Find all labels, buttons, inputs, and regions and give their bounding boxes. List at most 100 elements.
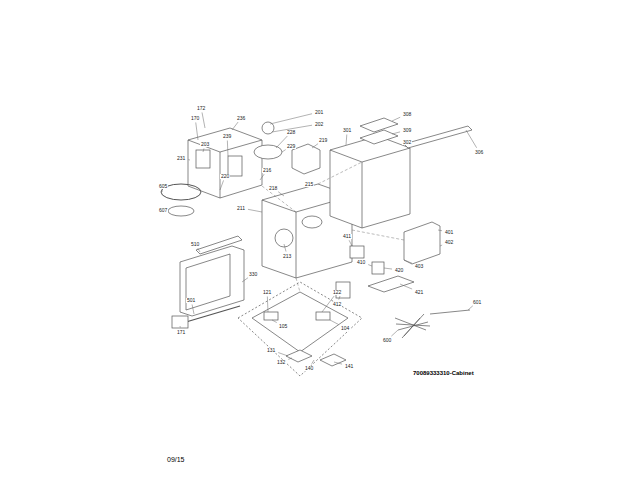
callout-number: 122 bbox=[332, 290, 342, 295]
door bbox=[180, 246, 244, 316]
callout-number: 510 bbox=[190, 242, 200, 247]
leader-line bbox=[220, 180, 224, 190]
filter bbox=[264, 312, 278, 320]
callout-number: 401 bbox=[444, 230, 454, 235]
leader-line bbox=[260, 174, 264, 180]
callout-number: 202 bbox=[314, 122, 324, 127]
callout-number: 229 bbox=[286, 144, 296, 149]
leader-line bbox=[198, 248, 200, 252]
callout-number: 420 bbox=[394, 268, 404, 273]
vent-plate bbox=[360, 118, 398, 132]
leader-line bbox=[312, 144, 318, 148]
callout-number: 219 bbox=[318, 138, 328, 143]
assembly-line bbox=[296, 278, 300, 292]
leader-line bbox=[196, 122, 198, 140]
leader-line bbox=[192, 304, 194, 314]
callout-number: 121 bbox=[262, 290, 272, 295]
callout-number: 403 bbox=[414, 264, 424, 269]
leader-line bbox=[400, 284, 412, 289]
callout-number: 402 bbox=[444, 240, 454, 245]
callout-number: 231 bbox=[176, 156, 186, 161]
callout-number: 410 bbox=[356, 260, 366, 265]
fan-blade bbox=[254, 145, 282, 159]
door-window bbox=[186, 254, 230, 310]
callout-number: 172 bbox=[196, 106, 206, 111]
accessory-part bbox=[172, 316, 188, 328]
bottom-group bbox=[238, 282, 362, 376]
callout-number: 216 bbox=[262, 168, 272, 173]
assembly-line bbox=[318, 162, 362, 184]
callout-number: 228 bbox=[286, 130, 296, 135]
leader-line bbox=[227, 140, 229, 156]
callout-number: 607 bbox=[158, 208, 168, 213]
outer-cabinet bbox=[330, 136, 410, 228]
leader-line bbox=[272, 320, 277, 323]
door-trim bbox=[186, 306, 240, 322]
stirrer bbox=[302, 216, 322, 228]
leader-line bbox=[468, 306, 473, 310]
callout-number: 211 bbox=[236, 206, 246, 211]
bottom-plate bbox=[252, 292, 348, 352]
callout-number: 605 bbox=[158, 184, 168, 189]
grease-filter bbox=[320, 354, 346, 366]
leader-line bbox=[368, 265, 372, 266]
leader-line bbox=[392, 117, 400, 121]
bracket-part bbox=[292, 144, 320, 174]
leader-line bbox=[248, 209, 262, 212]
leader-line bbox=[232, 122, 238, 130]
leader-line bbox=[162, 190, 163, 192]
callout-number: 501 bbox=[186, 298, 196, 303]
callout-number: 203 bbox=[200, 142, 210, 147]
callout-number: 412 bbox=[332, 302, 342, 307]
callout-number: 308 bbox=[402, 112, 412, 117]
date-stamp: 09/15 bbox=[166, 456, 186, 463]
leader-line bbox=[267, 296, 269, 312]
leader-line bbox=[203, 148, 205, 152]
callout-number: 301 bbox=[342, 128, 352, 133]
leader-line bbox=[440, 245, 442, 247]
grease-filter bbox=[286, 350, 312, 362]
leader-line bbox=[334, 362, 342, 364]
control-assembly-edge bbox=[188, 140, 262, 198]
leader-line bbox=[288, 358, 292, 359]
vent-plate bbox=[360, 130, 398, 144]
wire bbox=[430, 310, 470, 314]
callout-number: 421 bbox=[414, 290, 424, 295]
capacitor bbox=[372, 262, 384, 274]
leader-line bbox=[392, 132, 400, 134]
leader-line bbox=[384, 268, 392, 269]
roller-ring bbox=[168, 206, 194, 216]
leader-line bbox=[180, 326, 181, 328]
callout-number: 601 bbox=[472, 300, 482, 305]
callout-number: 171 bbox=[176, 330, 186, 335]
callout-number: 140 bbox=[304, 366, 314, 371]
callout-number: 215 bbox=[304, 182, 314, 187]
leader-line bbox=[330, 320, 339, 325]
callout-number: 131 bbox=[266, 348, 276, 353]
leader-line bbox=[438, 230, 442, 232]
vent-grille bbox=[404, 126, 472, 148]
door-handle bbox=[196, 236, 242, 254]
leader-line bbox=[188, 159, 190, 160]
filter bbox=[316, 312, 330, 320]
callout-number: 105 bbox=[278, 324, 288, 329]
callout-number: 220 bbox=[220, 174, 230, 179]
leader-line bbox=[278, 192, 284, 196]
leader-line bbox=[339, 296, 340, 300]
wire-harness bbox=[395, 314, 430, 338]
diagram-id: 70089333310-Cabinet bbox=[412, 370, 475, 376]
callout-number: 141 bbox=[344, 364, 354, 369]
callout-number: 236 bbox=[236, 116, 246, 121]
callout-number: 411 bbox=[342, 234, 352, 239]
callout-number: 218 bbox=[268, 186, 278, 191]
leader-line bbox=[282, 150, 286, 152]
callout-number: 330 bbox=[248, 272, 258, 277]
outer-cabinet-edge bbox=[330, 148, 410, 228]
transformer bbox=[350, 246, 364, 258]
leader-line bbox=[349, 240, 352, 246]
callout-number: 302 bbox=[402, 140, 412, 145]
leader-line bbox=[312, 360, 314, 364]
leader-line bbox=[202, 112, 205, 128]
